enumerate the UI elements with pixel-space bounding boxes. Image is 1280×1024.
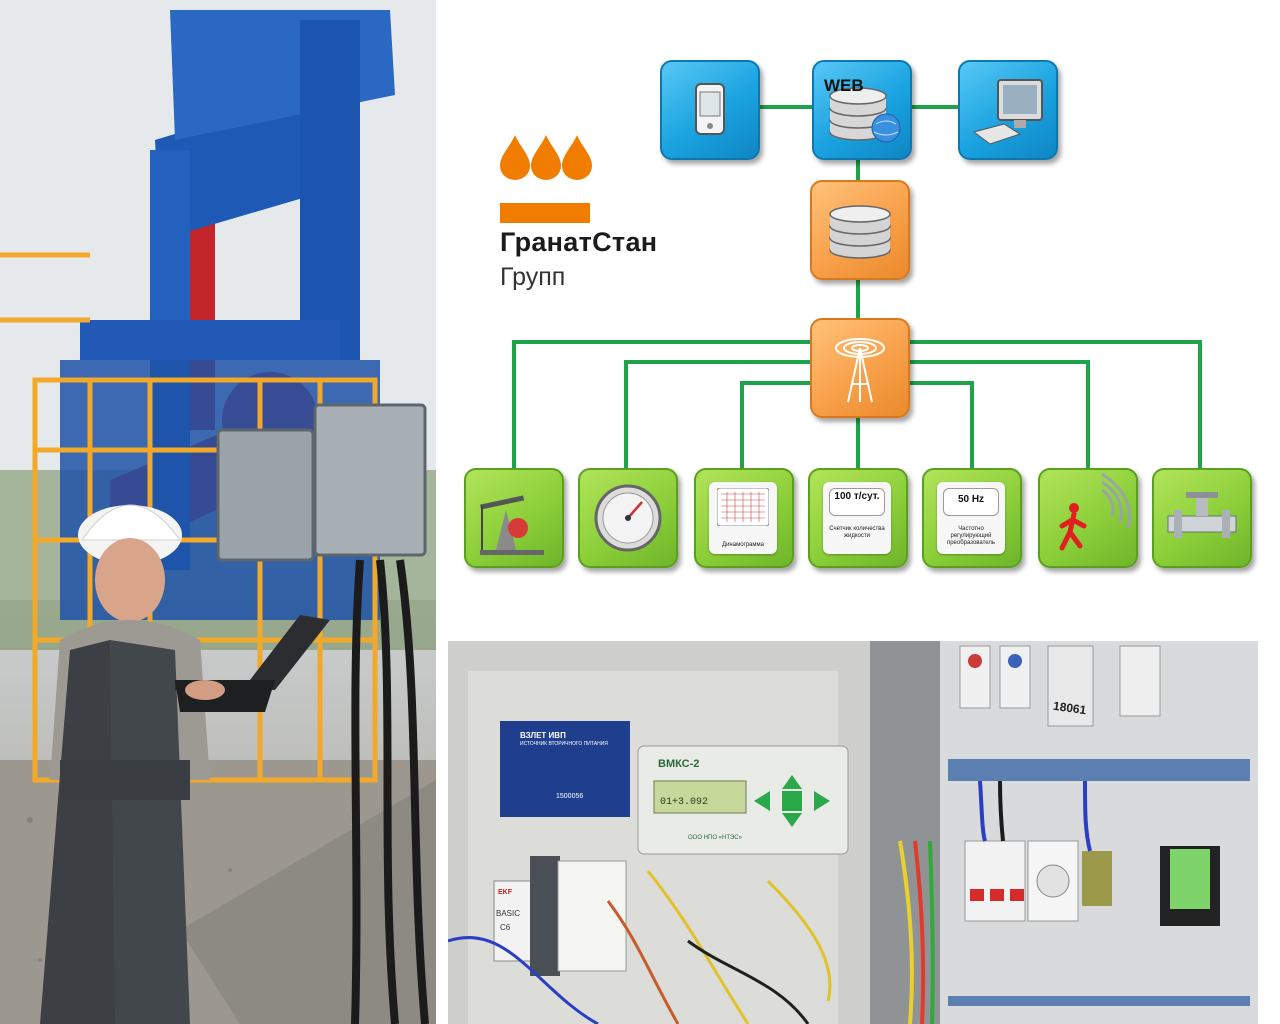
flow-counter-value: 100 т/сут. [829,488,885,516]
pumpjack-node [464,468,564,568]
breaker-brand: EKF [498,889,512,896]
radio-hub-node [810,318,910,418]
dynamogram-icon [717,488,769,526]
flow-counter-caption: Счетчик количества жидкости [829,526,885,539]
radio-tower-icon [835,338,885,403]
web-label: WEB [824,76,864,95]
breaker-rating: C6 [500,923,511,932]
logo-mark-icon [500,135,592,223]
flow-counter-node: 100 т/сут. Счетчик количества жидкости [808,468,908,568]
valve-node [1152,468,1252,568]
dynamogram-caption: Динамограмма [722,542,764,548]
company-subname: Групп [500,263,566,291]
motion-sensor-node [1038,468,1138,568]
dynamogram-card: Динамограмма [709,482,777,554]
desktop-client-node [958,60,1058,160]
frequency-caption: Частотно регулирующий преобразователь [946,526,996,546]
mobile-device-icon [695,83,725,135]
flow-counter-card: 100 т/сут. Счетчик количества жидкости [823,482,891,554]
database-server-node [810,180,910,280]
web-server-icon [829,87,901,143]
controller-lcd: 01+3.092 [660,797,709,808]
pressure-gauge-node [578,468,678,568]
dynamogram-node: Динамограмма [694,468,794,568]
worker-laptop-pumpjack-photo [0,0,436,1024]
controller-maker: ООО НПО «НТЭС» [688,835,742,841]
database-icon [829,205,891,259]
frequency-value: 50 Hz [943,488,999,516]
frequency-converter-card: 50 Hz Частотно регулирующий преобразоват… [937,482,1005,554]
controller-name: ВМКС-2 [658,758,700,770]
psu-serial: 1500056 [556,793,584,800]
frequency-converter-node: 50 Hz Частотно регулирующий преобразоват… [922,468,1022,568]
cabinet-1-scene [448,641,870,1024]
breaker-label: BASIC [496,909,521,918]
web-server-node: WEB [812,60,912,160]
mobile-client-node [660,60,760,160]
psu-subtitle: ИСТОЧНИК ВТОРИЧНОГО ПИТАНИЯ [520,741,608,747]
company-name: ГранатСтан [500,227,658,257]
connector-lines [512,105,1202,468]
pumpjack-scene [0,0,436,1024]
valve-icon [1167,492,1237,538]
psu-title: ВЗЛЕТ ИВП [520,731,566,740]
control-cabinet-photo: ВЗЛЕТ ИВП ИСТОЧНИК ВТОРИЧНОГО ПИТАНИЯ 15… [448,641,870,1024]
pressure-gauge-icon [594,484,662,552]
desktop-computer-icon [972,79,1043,145]
terminal-cabinet-photo: 18061 [870,641,1258,1024]
pumpjack-icon [480,495,544,555]
cabinet-2-scene [870,641,1258,1024]
motion-sensor-icon [1059,472,1131,551]
